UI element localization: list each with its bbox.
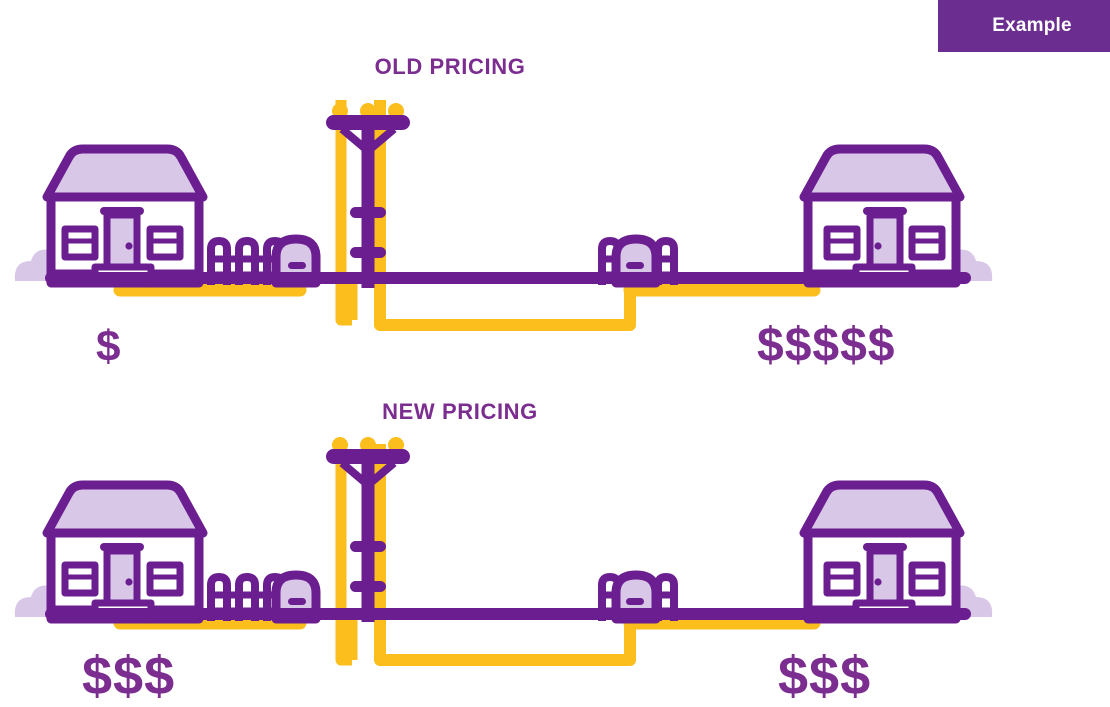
new-left-property (15, 485, 203, 619)
new-pricing-title: NEW PRICING (382, 399, 538, 424)
new-pricing-left-cost: $$$ (82, 646, 176, 706)
example-badge: Example (938, 0, 1110, 52)
old-pricing-title: OLD PRICING (374, 54, 526, 79)
old-pricing-left-cost: $ (96, 322, 122, 371)
old-right-property (804, 149, 992, 283)
old-pricing-right-cost: $$$$$ (757, 319, 896, 372)
old-ground-line (45, 272, 971, 284)
old-pricing-scene (15, 100, 992, 331)
new-ground-line (45, 608, 971, 620)
new-service-lines (113, 444, 821, 666)
old-service-lines (113, 100, 821, 331)
new-right-property (804, 485, 992, 619)
new-pricing-right-cost: $$$ (778, 646, 872, 706)
old-left-property (15, 149, 203, 283)
example-badge-label: Example (992, 15, 1072, 36)
new-pricing-scene (15, 437, 992, 666)
